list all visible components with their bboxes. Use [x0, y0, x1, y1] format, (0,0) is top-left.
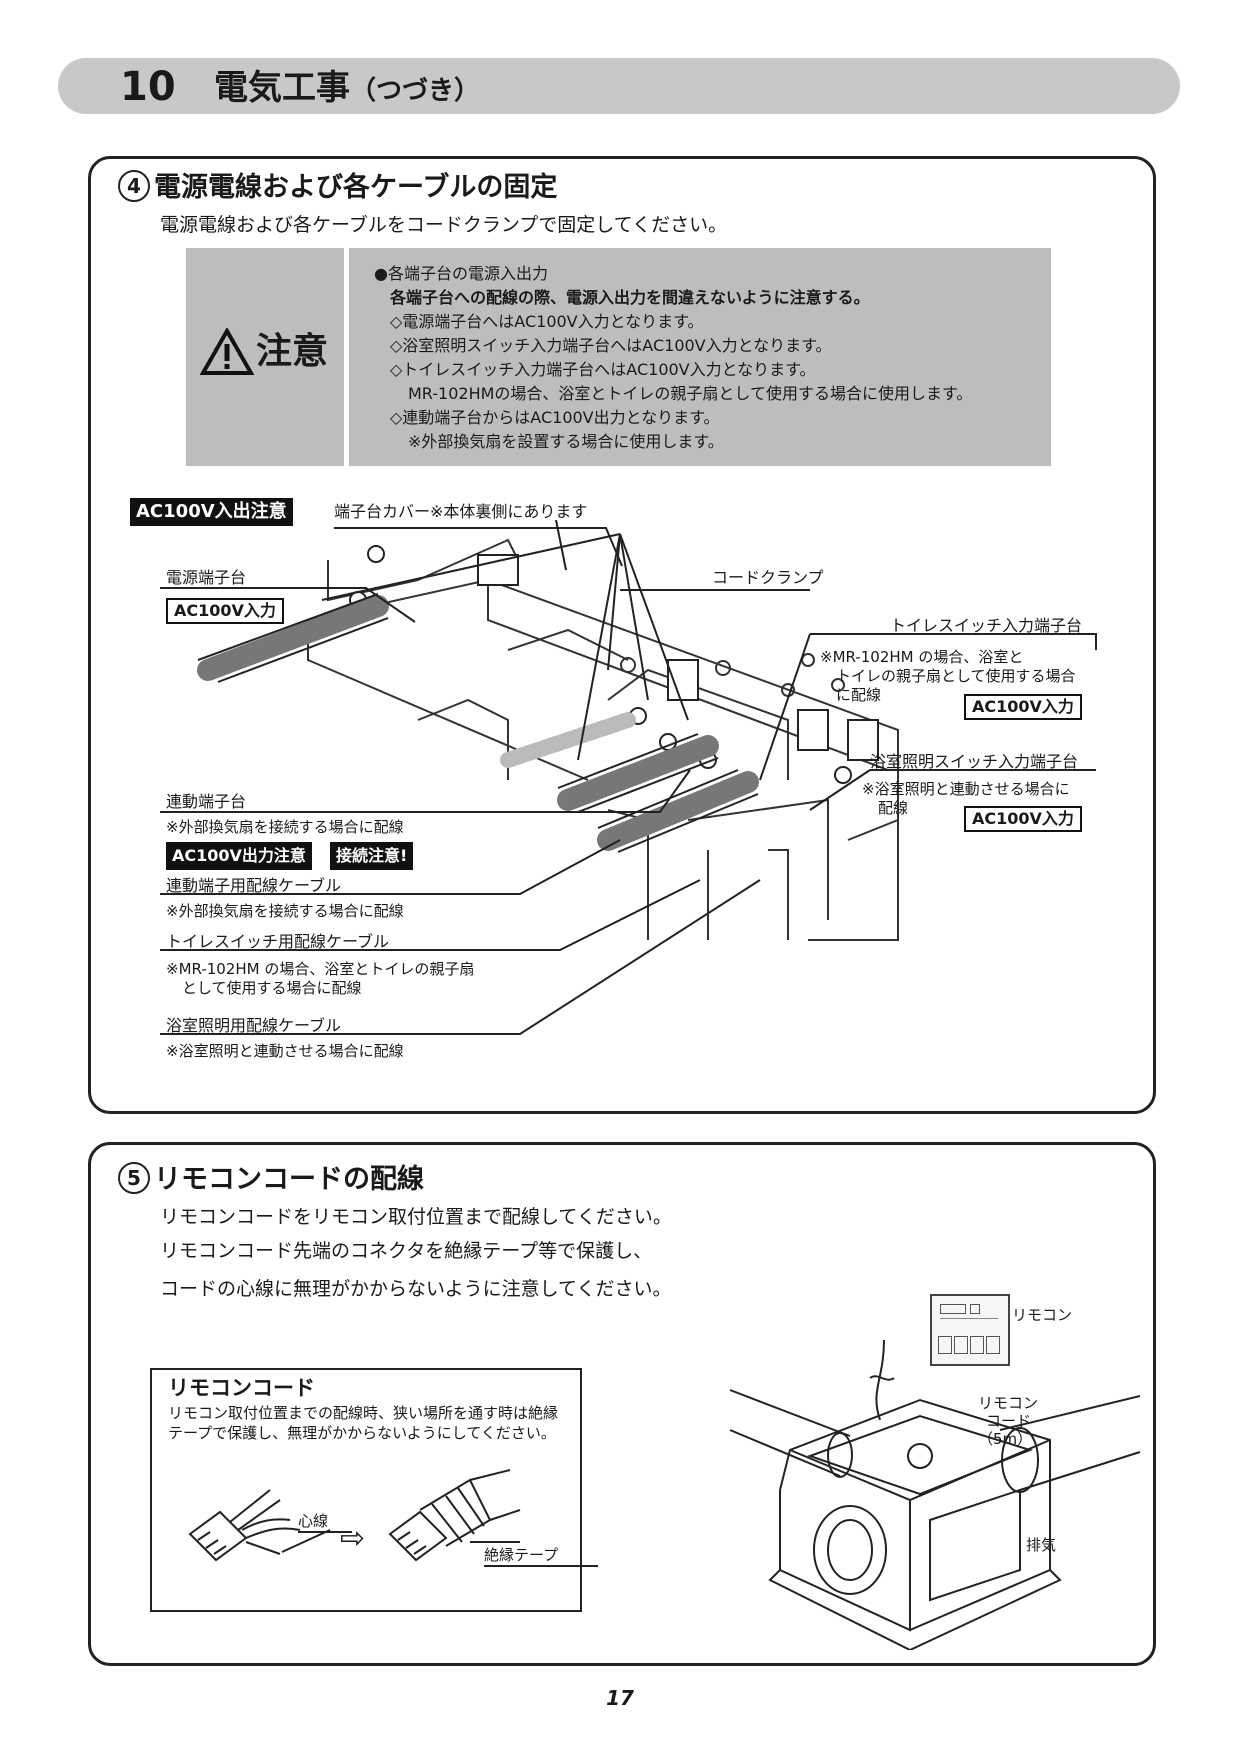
- section5-lead-2: リモコンコード先端のコネクタを絶縁テープ等で保護し、: [160, 1240, 653, 1262]
- bath-terminal-note-2: 配線: [878, 799, 909, 817]
- remote-cord-box-text-2: テープで保護し、無理がかからないようにしてください。: [168, 1424, 556, 1442]
- bath-terminal-tag: AC100V入力: [964, 806, 1082, 832]
- section4-number: 4: [118, 170, 150, 202]
- section5-lead-1: リモコンコードをリモコン取付位置まで配線してください。: [160, 1206, 672, 1228]
- connector-drawing: [188, 1469, 521, 1562]
- link-terminal-note: ※外部換気扇を接続する場合に配線: [166, 818, 404, 836]
- power-terminal-label: 電源端子台: [166, 568, 247, 587]
- caution-line-2: 各端子台への配線の際、電源入出力を間違えないように注意する。: [390, 288, 870, 307]
- bath-cable-note: ※浴室照明と連動させる場合に配線: [166, 1042, 404, 1060]
- caution-line-6: MR-102HMの場合、浴室とトイレの親子扇として使用する場合に使用します。: [408, 384, 973, 403]
- terminal-diagram: [197, 520, 899, 941]
- caution-line-3: ◇電源端子台へはAC100V入力となります。: [390, 312, 704, 331]
- header-bar: [58, 58, 1180, 114]
- terminal-cover-label: 端子台カバー※本体裏側にあります: [334, 502, 588, 521]
- remote-cord-label-2: コード: [986, 1412, 1032, 1430]
- toilet-terminal-note-2: トイレの親子扇として使用する場合: [836, 667, 1076, 685]
- caution-content-area: [349, 248, 1051, 466]
- page-number: 17: [606, 1686, 634, 1710]
- io-warning-tag: AC100V入出注意: [130, 498, 293, 526]
- bath-cable-label: 浴室照明用配線ケーブル: [166, 1016, 342, 1035]
- chapter-title: 電気工事（つづき）: [214, 64, 480, 115]
- toilet-cable-label: トイレスイッチ用配線ケーブル: [166, 932, 390, 951]
- link-terminal-label: 連動端子台: [166, 792, 247, 811]
- remote-controller-icon: [930, 1294, 1010, 1366]
- caution-line-5: ◇トイレスイッチ入力端子台へはAC100V入力となります。: [390, 360, 816, 379]
- arrow-right-icon: ⇨: [340, 1521, 366, 1556]
- section4-title-text: 電源電線および各ケーブルの固定: [154, 172, 558, 203]
- power-terminal-tag: AC100V入力: [166, 598, 284, 624]
- link-connection-warning-tag: 接続注意!: [330, 842, 414, 870]
- chapter-number: 10: [120, 64, 176, 110]
- chapter-title-main: 電気工事: [214, 68, 350, 108]
- link-cable-note: ※外部換気扇を接続する場合に配線: [166, 902, 404, 920]
- cord-clamp-label: コードクランプ: [712, 568, 824, 587]
- toilet-terminal-tag: AC100V入力: [964, 694, 1082, 720]
- section4-lead: 電源電線および各ケーブルをコードクランプで固定してください。: [160, 214, 728, 236]
- section5-number: 5: [118, 1162, 150, 1194]
- remote-cord-box-text-1: リモコン取付位置までの配線時、狭い場所を通す時は絶縁: [168, 1404, 559, 1422]
- link-cable-label: 連動端子用配線ケーブル: [166, 876, 342, 895]
- toilet-cable-note-1: ※MR-102HM の場合、浴室とトイレの親子扇: [166, 960, 475, 978]
- insulation-tape-label: 絶縁テープ: [484, 1546, 599, 1567]
- toilet-cable-note-2: として使用する場合に配線: [182, 979, 362, 997]
- caution-line-7: ◇連動端子台からはAC100V出力となります。: [390, 408, 720, 427]
- chapter-title-sub: （つづき）: [350, 76, 481, 106]
- caution-label: 注意: [256, 331, 329, 372]
- remote-cord-label-1: リモコン: [978, 1394, 1039, 1412]
- remote-label: リモコン: [1012, 1306, 1073, 1324]
- bath-terminal-note-1: ※浴室照明と連動させる場合に: [862, 780, 1070, 798]
- section5-lead-3: コードの心線に無理がかからないように注意してください。: [160, 1278, 672, 1300]
- toilet-terminal-note-3: に配線: [836, 686, 882, 704]
- exhaust-label: 排気: [1026, 1536, 1057, 1554]
- remote-cord-box: [150, 1368, 582, 1612]
- remote-cord-label-3: （5m）: [978, 1430, 1033, 1448]
- core-wire-label: 心線: [298, 1512, 353, 1533]
- warning-triangle-icon: [200, 328, 254, 375]
- caution-line-1: ●各端子台の電源入出力: [374, 264, 548, 283]
- caution-line-4: ◇浴室照明スイッチ入力端子台へはAC100V入力となります。: [390, 336, 832, 355]
- section5-title-text: リモコンコードの配線: [154, 1164, 424, 1195]
- bath-terminal-label: 浴室照明スイッチ入力端子台: [870, 752, 1079, 771]
- toilet-terminal-label: トイレスイッチ入力端子台: [890, 616, 1083, 635]
- remote-cord-box-title: リモコンコード: [168, 1376, 315, 1400]
- link-output-warning-tag: AC100V出力注意: [166, 842, 312, 870]
- caution-line-8: ※外部換気扇を設置する場合に使用します。: [408, 432, 724, 451]
- fan-unit-drawing: [729, 1339, 1141, 1650]
- toilet-terminal-note-1: ※MR-102HM の場合、浴室と: [820, 648, 1024, 666]
